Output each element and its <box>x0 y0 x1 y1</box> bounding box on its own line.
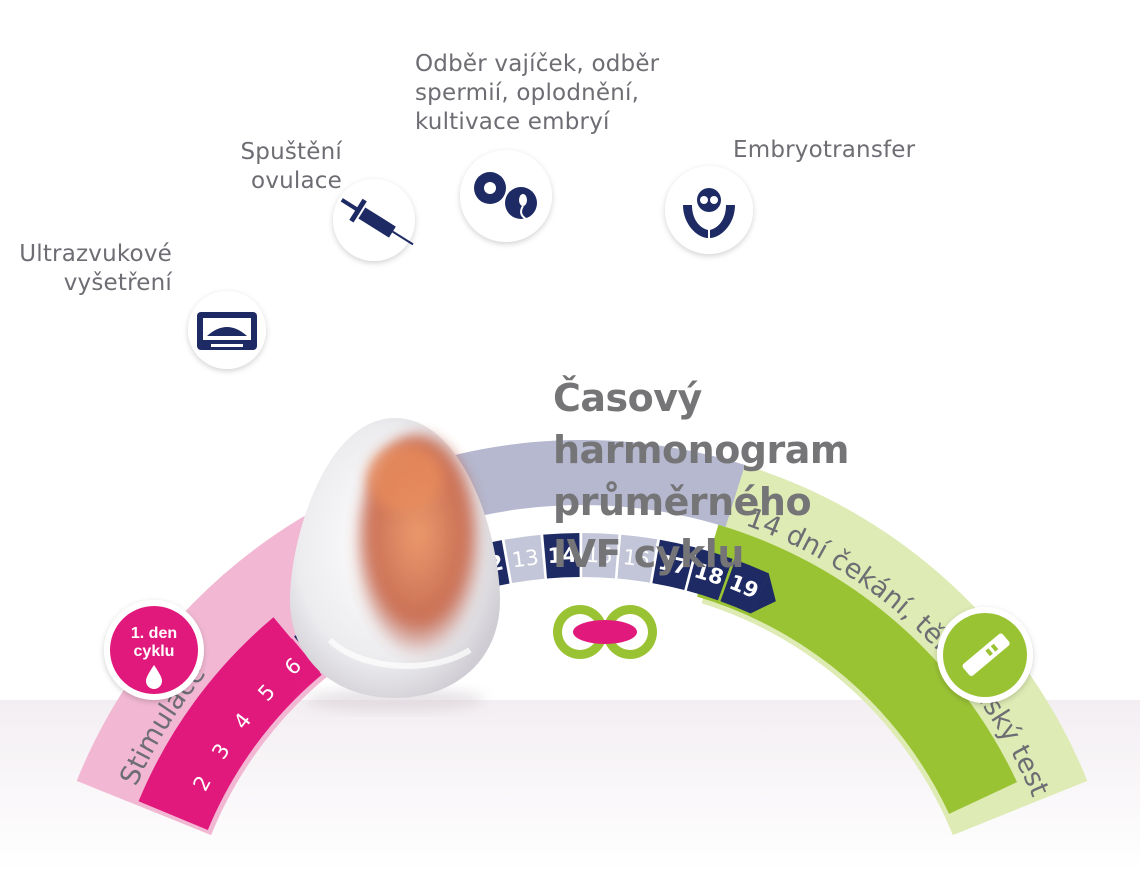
hands-embryo-icon <box>665 166 753 254</box>
step-icons <box>188 150 753 369</box>
timeline-arrow <box>750 573 776 614</box>
brand-logo <box>553 605 657 659</box>
day-cell: 2 <box>174 757 230 809</box>
day-cell: 18 <box>686 548 733 601</box>
day-cell: 15 <box>582 533 619 579</box>
step-label-line: Spuštění <box>240 139 342 165</box>
waiting-ring <box>697 524 1018 814</box>
ultrasound-monitor-icon <box>188 291 266 369</box>
step-label-ovulation: Spuštění ovulace <box>226 138 342 196</box>
day-number: 13 <box>510 545 540 572</box>
title-line: harmonogram <box>553 428 849 472</box>
step-label-ultrasound: Ultrazvukové vyšetření <box>14 240 172 298</box>
egg-sperm-icon <box>460 150 552 242</box>
step-label-line: Embryotransfer <box>733 137 916 163</box>
day-number: 16 <box>622 545 652 572</box>
drop-icon <box>146 665 162 689</box>
day-cell: 6 <box>265 638 321 695</box>
step-label-line: vyšetření <box>63 270 172 296</box>
embryo-head <box>367 444 443 512</box>
day-cell: 13 <box>504 534 545 584</box>
badge-line: 1. den <box>131 625 177 642</box>
egg-embryo-image <box>290 418 500 712</box>
day-cell: 16 <box>617 534 658 583</box>
step-label-retrieval: Odběr vajíček, odběr spermií, oplodnění,… <box>415 50 659 137</box>
day-cell: 4 <box>214 693 271 748</box>
syringe-icon <box>333 179 415 261</box>
day-number: 14 <box>547 543 577 568</box>
egg-shadow <box>305 688 485 712</box>
title-line: IVF cyklu <box>553 532 744 576</box>
badge-line: cyklu <box>134 643 175 660</box>
day-cell: 3 <box>193 724 249 778</box>
step-label-line: ovulace <box>251 168 342 194</box>
step-label-line: Odběr vajíček, odběr <box>415 51 660 77</box>
title-line: Časový <box>553 376 702 420</box>
day-number: 15 <box>586 543 614 568</box>
title-line: průměrného <box>553 480 812 524</box>
day-cell: 17 <box>652 539 696 591</box>
day-cell: 14 <box>543 533 580 579</box>
day-cell: 5 <box>238 664 295 720</box>
pregnancy-test-icon <box>937 607 1033 703</box>
step-label-embryotransfer: Embryotransfer <box>733 136 915 165</box>
step-label-line: spermií, oplodnění, <box>415 80 640 106</box>
step-label-line: Ultrazvukové <box>19 241 172 267</box>
page-title: Časový harmonogram průměrného IVF cyklu <box>553 372 849 580</box>
step-label-line: kultivace embryí <box>415 109 610 135</box>
shell-highlight <box>327 637 472 669</box>
